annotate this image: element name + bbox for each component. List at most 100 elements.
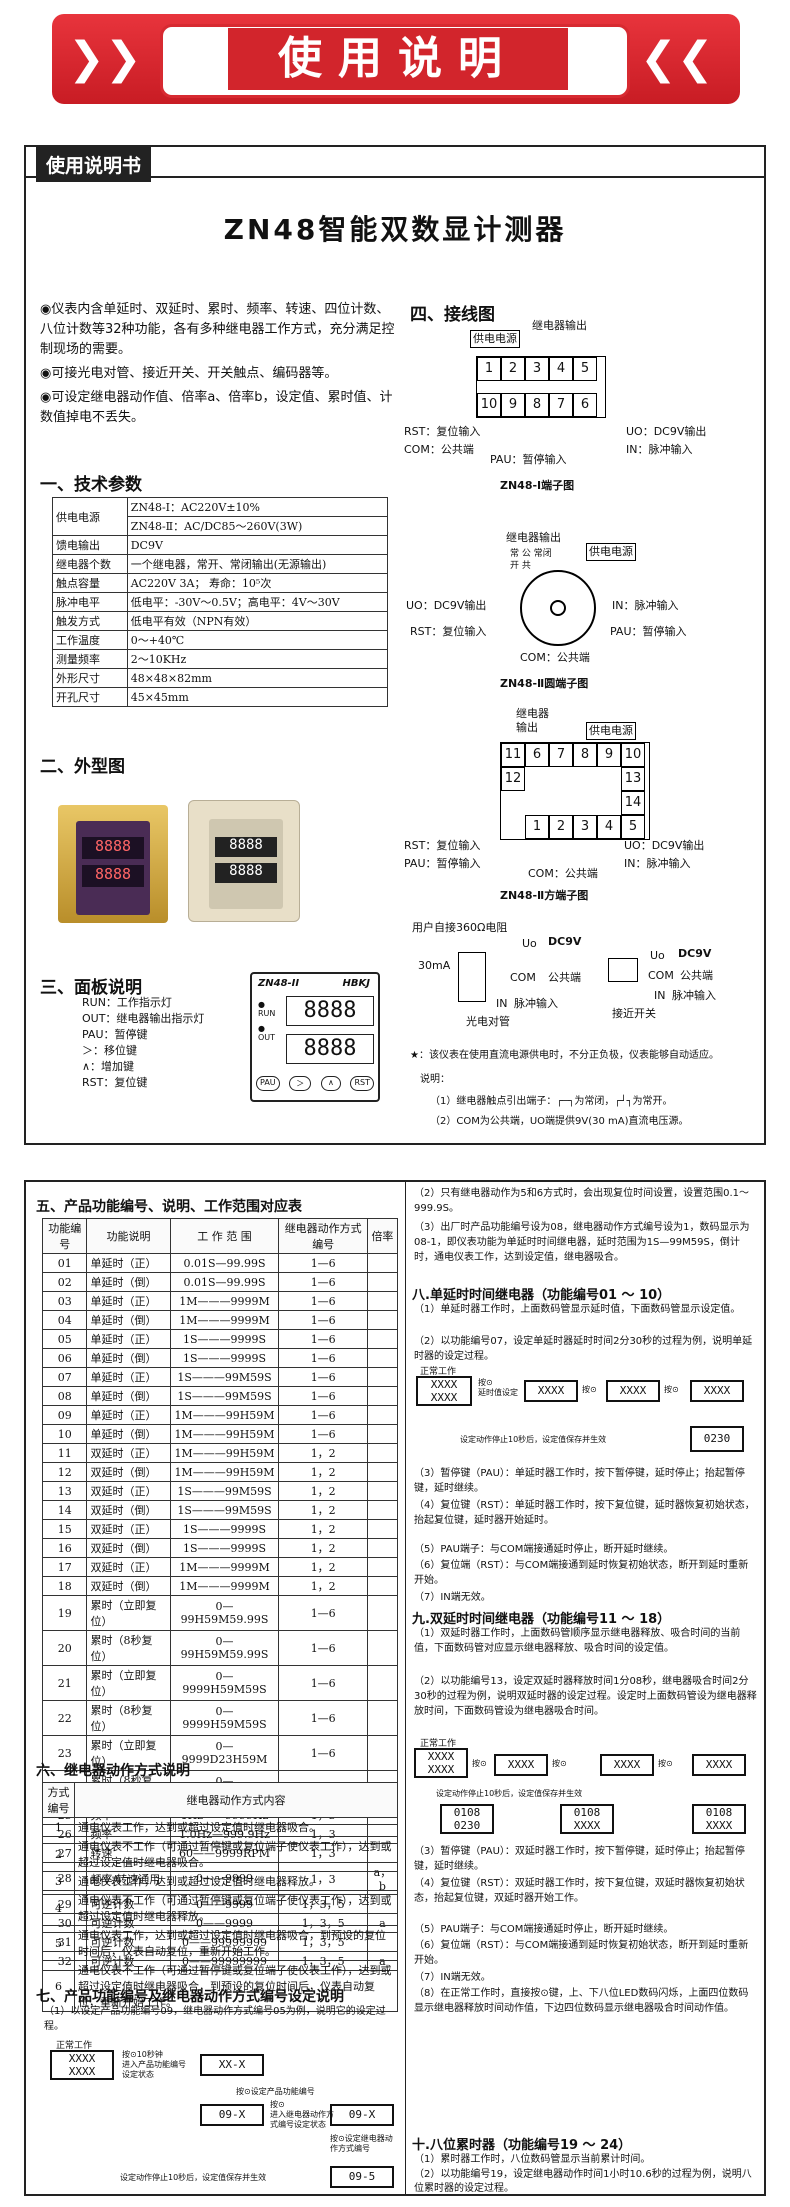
table-cell: 1—6: [278, 1272, 368, 1292]
manual-tag: 使用说明书: [36, 147, 152, 182]
flow-box: XXXX: [600, 1754, 654, 1776]
legend-item: RUN：工作指示灯: [82, 996, 172, 1009]
table-cell: 1—6: [278, 1595, 368, 1631]
flow-box: XXXX: [524, 1380, 578, 1402]
table-cell: 0—99H59M59.99S: [169, 1630, 280, 1666]
table-cell: [366, 1329, 399, 1349]
flow-label: 正常工作: [56, 2041, 93, 2051]
column-header: 功能编号: [41, 1218, 88, 1254]
table-cell: [366, 1367, 399, 1387]
table-cell: 14: [41, 1500, 88, 1520]
table-cell: 06: [41, 1348, 88, 1368]
table-cell: 1，2: [278, 1462, 368, 1482]
table-cell: 低电平有效（NPN有效）: [126, 611, 389, 631]
table-cell: 双延时（倒）: [86, 1500, 171, 1520]
table-cell: 1M———99H59M: [169, 1443, 280, 1463]
table-row: ZN48-Ⅱ：AC/DC85～260V(3W): [53, 516, 389, 536]
wiring-label: 输出: [516, 721, 538, 734]
terminal: 5: [573, 357, 597, 381]
paragraph: （2）只有继电器动作为5和6方式时，会出现复位时间设置，设置范围0.1～999.…: [414, 1188, 749, 1214]
display-bottom: 8888: [215, 863, 277, 883]
paragraph: （8）在正常工作时，直接按⊙键，上、下八位LED数码闪烁，上面四位数码显示继电器…: [414, 1988, 749, 2014]
table-cell: 1—6: [278, 1630, 368, 1666]
section-heading: 九.双延时时间继电器（功能编号11 ～ 18）: [412, 1612, 671, 1627]
table-cell: 1—6: [278, 1329, 368, 1349]
paragraph: （2）以功能编号19，设定继电器动作时间1小时10.6秒的过程为例，说明八位累时…: [414, 2169, 752, 2194]
terminal: 5: [621, 815, 645, 839]
paragraph: （7）IN端无效。: [414, 1592, 491, 1603]
table-cell: 累时（8秒复位）: [86, 1630, 171, 1666]
table-cell: 11: [41, 1443, 88, 1463]
column-header: 继电器动作方式编号: [278, 1218, 368, 1254]
table-cell: 双延时（倒）: [86, 1462, 171, 1482]
terminal: 4: [597, 815, 621, 839]
shift-key[interactable]: ＞: [289, 1076, 312, 1091]
table-cell: 1—6: [278, 1310, 368, 1330]
terminal: 12: [501, 767, 525, 791]
flow-box: 09-X: [330, 2104, 394, 2126]
increase-key[interactable]: ∧: [320, 1076, 341, 1091]
table-cell: 21: [41, 1665, 88, 1701]
table-cell: 1S———9999S: [169, 1329, 280, 1349]
table-cell: 12: [41, 1462, 88, 1482]
wiring-label: PAU：暂停输入: [490, 453, 567, 466]
table-cell: 1—6: [278, 1291, 368, 1311]
table-cell: [366, 1481, 399, 1501]
terminal: 7: [549, 393, 573, 417]
flow-box: XXXX: [606, 1380, 660, 1402]
table-cell: 22: [41, 1700, 88, 1736]
terminal: 8: [525, 393, 549, 417]
note: ★：该仪表在使用直流电源供电时，不分正负极，仪表能够自动适应。: [410, 1050, 719, 1061]
wiring-label: 30mA: [418, 959, 451, 972]
wiring-label: 脉冲输入: [672, 989, 716, 1002]
wiring-label: 接近开关: [612, 1007, 656, 1020]
table-cell: [366, 1595, 399, 1631]
flow-label: 按⊙: [664, 1385, 679, 1394]
table-cell: 双延时（倒）: [86, 1576, 171, 1596]
table-cell: 1—6: [278, 1386, 368, 1406]
pau-key[interactable]: PAU: [256, 1076, 280, 1091]
table-cell: 1S———99M59S: [169, 1500, 280, 1520]
page-title: ZN48智能双数显计测器: [223, 213, 567, 246]
socket-center: [550, 600, 566, 616]
wiring-label: UO：DC9V输出: [406, 599, 487, 612]
table-cell: 1M———99H59M: [169, 1405, 280, 1425]
table-cell: 1M———99H59M: [169, 1424, 280, 1444]
table-cell: 单延时（正）: [86, 1405, 171, 1425]
paragraph: （5）PAU端子：与COM端接通延时停止，断开延时继续。: [414, 1544, 674, 1555]
flow-box: 0230: [690, 1426, 744, 1452]
table-cell: 单延时（倒）: [86, 1386, 171, 1406]
table-cell: 累时（8秒复位）: [86, 1700, 171, 1736]
terminal: 13: [621, 767, 645, 791]
table-cell: 通电仪表不工作（可通过暂停键或复位端子使仪表工作），达到或超过设定值时继电器吸合…: [73, 1960, 399, 2012]
table-cell: 1—6: [278, 1424, 368, 1444]
table-cell: 单延时（正）: [86, 1253, 171, 1273]
table-cell: 继电器个数: [52, 554, 128, 574]
rst-key[interactable]: RST: [350, 1076, 374, 1091]
wiring-label: PAU：暂停输入: [404, 857, 481, 870]
table-cell: 04: [41, 1310, 88, 1330]
table-row: 继电器个数一个继电器，常开、常闭输出(无源输出): [52, 554, 389, 574]
table-cell: DC9V: [126, 535, 389, 555]
flow-label: 按⊙延时值设定: [478, 1378, 518, 1397]
intro-item: ◉可设定继电器动作值、倍率a、倍率b，设定值、累时值、计数值掉电不丢失。: [40, 390, 393, 425]
terminal: [573, 791, 597, 815]
display-top: 8888: [82, 837, 144, 859]
table-cell: [366, 1630, 399, 1666]
table-cell: 1，2: [278, 1538, 368, 1558]
